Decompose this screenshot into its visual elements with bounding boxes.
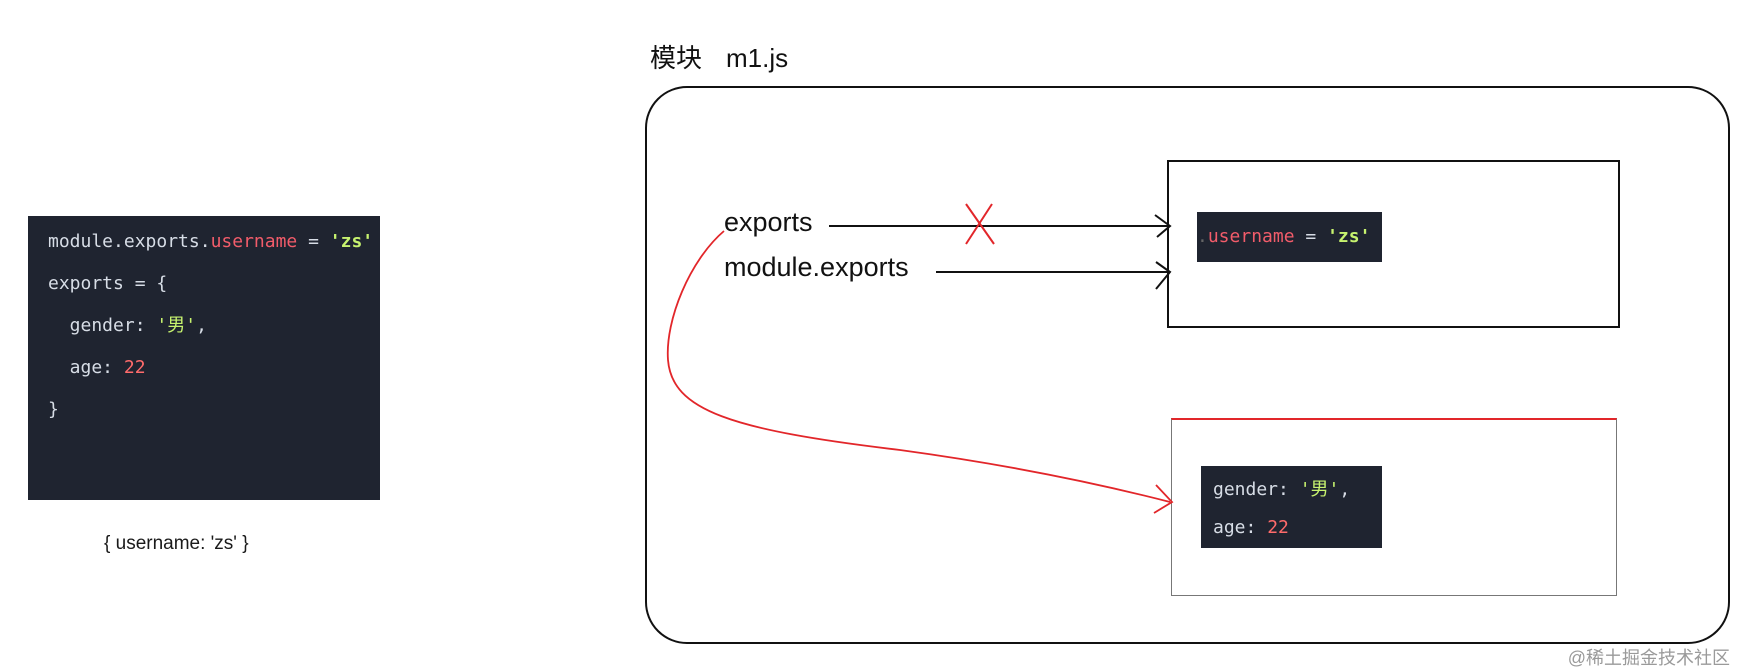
exports-new-object-arrowhead bbox=[1153, 484, 1174, 514]
code-line-age: age: 22 bbox=[1213, 516, 1289, 540]
code-snippet-main: module.exports.username = 'zs' exports =… bbox=[28, 216, 380, 500]
code-token-string: 'zs' bbox=[1327, 226, 1371, 247]
result-object-text: { username: 'zs' } bbox=[104, 533, 249, 554]
code-token-string: '男' bbox=[156, 315, 197, 336]
code-token-number: 22 bbox=[1267, 517, 1289, 538]
code-line-age: age: 22 bbox=[48, 356, 146, 380]
code-line-gender: gender: '男', bbox=[48, 314, 207, 338]
code-token: gender: bbox=[1213, 479, 1300, 500]
code-token-property: username bbox=[1207, 226, 1295, 247]
object-box-original bbox=[1167, 160, 1620, 328]
code-token: , bbox=[196, 315, 207, 336]
code-line-gender: gender: '男', bbox=[1213, 478, 1350, 502]
watermark: @稀土掘金技术社区 bbox=[1567, 648, 1730, 668]
code-token-string: '男' bbox=[1299, 479, 1340, 500]
module-title-label: 模块 bbox=[650, 43, 703, 73]
exports-arrowhead bbox=[1154, 214, 1172, 238]
module-title: 模块 m1.js bbox=[650, 38, 788, 75]
module-exports-arrowhead bbox=[1155, 261, 1172, 290]
exports-label: exports bbox=[724, 207, 813, 237]
code-line-close-brace: } bbox=[48, 399, 59, 420]
code-token: age: bbox=[48, 357, 124, 378]
code-snippet-username: .username = 'zs' bbox=[1197, 212, 1382, 262]
code-line-username: .username = 'zs' bbox=[1197, 225, 1370, 249]
cut-mark-stroke-2 bbox=[965, 203, 993, 245]
exports-new-object-arrow bbox=[666, 230, 1171, 503]
module-frame bbox=[645, 86, 1730, 644]
code-token-string: 'zs' bbox=[329, 231, 374, 252]
code-token: = bbox=[297, 231, 330, 252]
code-line-module-exports-username: module.exports.username = 'zs' bbox=[48, 230, 373, 254]
module-title-file: m1.js bbox=[726, 43, 789, 73]
code-token: gender: bbox=[48, 315, 157, 336]
code-token-property: username bbox=[210, 231, 298, 252]
module-exports-label: module.exports bbox=[724, 252, 909, 282]
code-token-number: 22 bbox=[123, 357, 146, 378]
code-token: age: bbox=[1213, 517, 1268, 538]
code-token: . bbox=[1197, 226, 1208, 247]
code-snippet-gender-age: gender: '男', age: 22 bbox=[1201, 466, 1382, 548]
object-box-new bbox=[1171, 418, 1617, 596]
code-token: = bbox=[1294, 226, 1328, 247]
code-line-exports-assign: exports = { bbox=[48, 273, 168, 294]
code-token: , bbox=[1339, 479, 1351, 500]
code-token: module.exports. bbox=[48, 231, 211, 252]
